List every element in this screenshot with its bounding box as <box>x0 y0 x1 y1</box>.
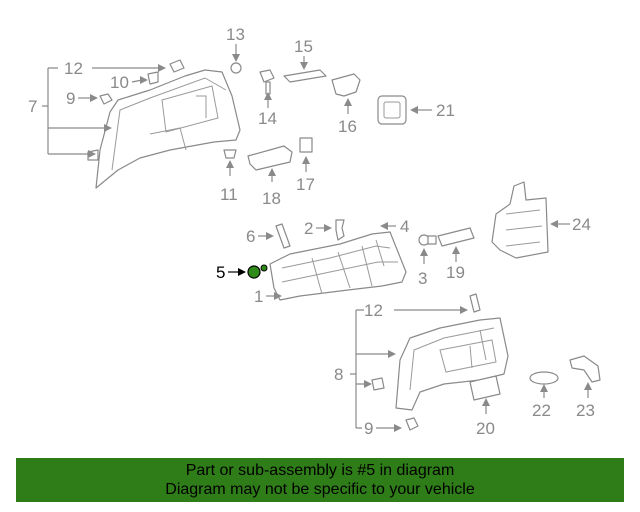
callout-14: 14 <box>258 69 277 128</box>
callout-21: 21 <box>377 95 455 125</box>
svg-text:6: 6 <box>246 227 255 246</box>
callout-7: 7 <box>28 67 112 158</box>
callout-6: 6 <box>246 223 291 249</box>
callout-2: 2 <box>304 219 345 241</box>
callout-12-upper: 12 <box>64 59 166 78</box>
svg-text:17: 17 <box>296 175 315 194</box>
callout-13: 13 <box>226 25 245 74</box>
callout-9-upper: 9 <box>66 89 98 108</box>
parts-diagram: 7 12 10 9 13 14 15 <box>28 25 601 438</box>
svg-text:16: 16 <box>338 117 357 136</box>
svg-text:13: 13 <box>226 25 245 44</box>
svg-text:20: 20 <box>476 419 495 438</box>
callout-19: 19 <box>437 227 475 282</box>
svg-text:1: 1 <box>254 287 263 306</box>
svg-text:11: 11 <box>220 185 238 204</box>
callout-8: 8 <box>334 309 396 429</box>
svg-text:8: 8 <box>334 365 343 384</box>
callout-23: 23 <box>569 355 601 420</box>
svg-text:18: 18 <box>262 189 281 208</box>
banner-line-2: Diagram may not be specific to your vehi… <box>165 481 475 498</box>
banner-line-1: Part or sub-assembly is #5 in diagram <box>185 462 455 479</box>
callout-11: 11 <box>220 149 238 204</box>
callout-16: 16 <box>331 73 361 136</box>
svg-text:10: 10 <box>110 73 129 92</box>
callout-10: 10 <box>110 73 148 92</box>
svg-text:22: 22 <box>532 401 551 420</box>
lower-right-quarter-panel <box>371 293 509 431</box>
callout-17: 17 <box>296 137 315 194</box>
callout-3: 3 <box>418 234 437 288</box>
svg-text:15: 15 <box>294 37 313 56</box>
upper-left-quarter-panel <box>87 59 241 189</box>
svg-text:9: 9 <box>66 89 75 108</box>
svg-text:4: 4 <box>400 217 409 236</box>
svg-text:7: 7 <box>28 97 37 116</box>
svg-text:12: 12 <box>364 301 383 320</box>
callout-9-lower: 9 <box>364 419 402 438</box>
svg-text:12: 12 <box>64 59 83 78</box>
callout-1: 1 <box>254 287 282 306</box>
center-trim-panel <box>269 231 407 301</box>
svg-text:2: 2 <box>304 219 313 238</box>
svg-text:24: 24 <box>572 215 591 234</box>
callout-5-highlighted: 5 <box>216 263 268 282</box>
callout-15: 15 <box>283 37 327 83</box>
info-banner: Part or sub-assembly is #5 in diagram Di… <box>16 458 624 502</box>
part-5-marker <box>247 265 261 279</box>
svg-text:23: 23 <box>576 401 595 420</box>
svg-text:19: 19 <box>446 263 465 282</box>
callout-4: 4 <box>380 217 409 236</box>
svg-text:3: 3 <box>418 269 427 288</box>
callout-12-lower: 12 <box>364 301 468 320</box>
callout-24: 24 <box>491 181 591 259</box>
callout-22: 22 <box>529 371 559 420</box>
callout-20: 18 20 <box>469 375 501 438</box>
svg-text:9: 9 <box>364 419 373 438</box>
svg-text:5: 5 <box>216 263 225 282</box>
svg-text:21: 21 <box>436 101 455 120</box>
callout-18: 18 <box>247 145 293 208</box>
svg-text:14: 14 <box>258 109 277 128</box>
